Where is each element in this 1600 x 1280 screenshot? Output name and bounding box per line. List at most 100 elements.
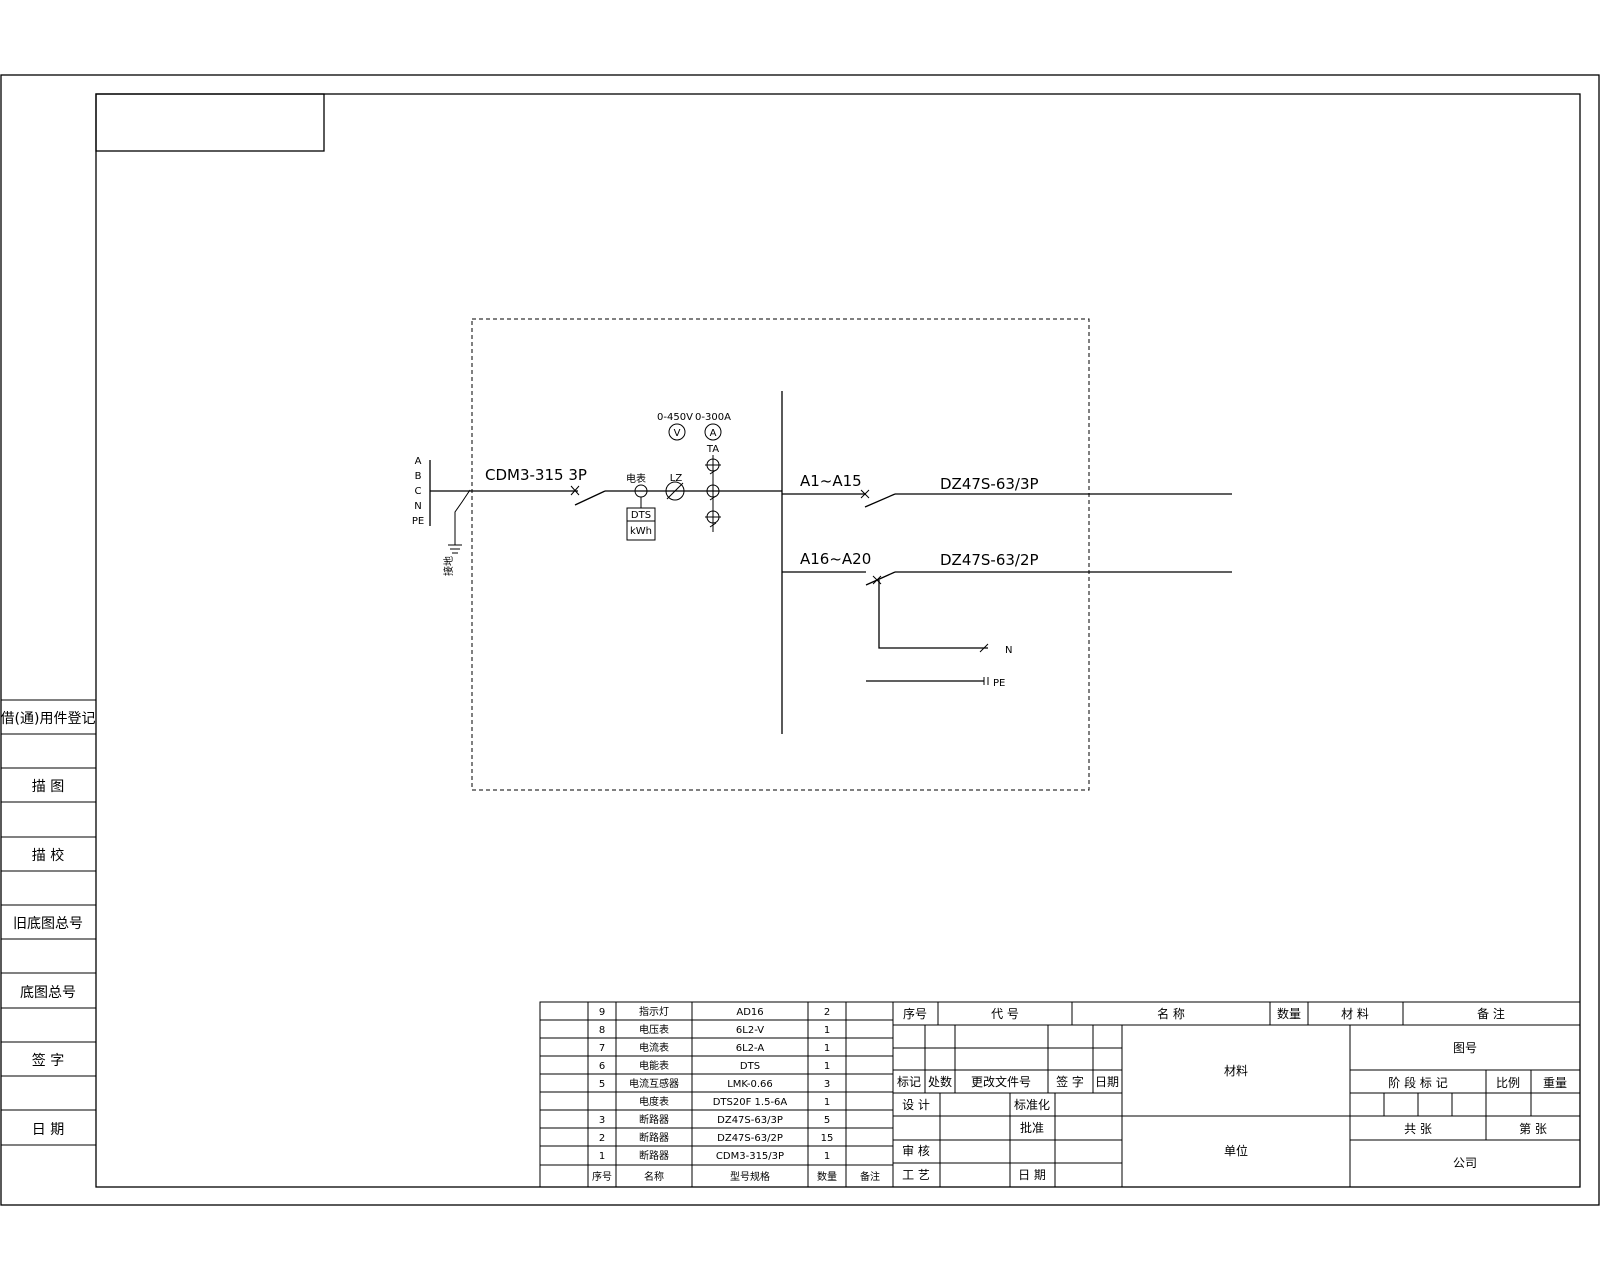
schematic: A B C N PE 接地 CDM3-315 3P 电表 bbox=[412, 318, 1232, 791]
parts-row-8-qty: 15 bbox=[821, 1133, 834, 1144]
kwh-meter-bottom: kWh bbox=[630, 526, 652, 537]
ta-label: TA bbox=[706, 444, 719, 455]
parts-row-9-name: 断路器 bbox=[639, 1149, 669, 1162]
bus-label-a: A bbox=[415, 456, 422, 467]
ammeter-icon bbox=[704, 423, 722, 441]
parts-row-7-name: 断路器 bbox=[639, 1113, 669, 1126]
bus-label-pe: PE bbox=[412, 516, 424, 527]
ammeter-caption: 0-300A bbox=[695, 412, 731, 423]
title-header-note: 备 注 bbox=[1477, 1006, 1505, 1021]
role-design: 设 计 bbox=[902, 1098, 930, 1112]
side-label-master-no: 底图总号 bbox=[20, 985, 76, 1001]
circuit-2-feeder bbox=[782, 571, 1232, 649]
kwh-meter-box bbox=[626, 507, 656, 541]
parts-header-no: 序号 bbox=[592, 1170, 612, 1183]
parts-row-7-spec: DZ47S-63/3P bbox=[717, 1115, 783, 1126]
side-label-tracing: 描 图 bbox=[32, 779, 64, 795]
rev-file: 更改文件号 bbox=[971, 1074, 1031, 1089]
current-transformer-icon bbox=[665, 481, 685, 501]
parts-row-5-qty: 3 bbox=[824, 1079, 830, 1090]
parts-row-4-qty: 1 bbox=[824, 1061, 830, 1072]
parts-row-6-spec: DTS20F 1.5-6A bbox=[713, 1097, 788, 1108]
voltmeter-icon bbox=[668, 423, 686, 441]
title-header-qty: 数量 bbox=[1277, 1006, 1301, 1021]
side-label-trace-check: 描 校 bbox=[32, 847, 64, 864]
parts-row-1-no: 9 bbox=[599, 1007, 605, 1018]
kwh-meter-top: DTS bbox=[631, 510, 651, 521]
outer-frame bbox=[0, 74, 1600, 1206]
pe-label: PE bbox=[993, 678, 1005, 689]
title-header-seq: 序号 bbox=[903, 1006, 927, 1021]
main-breaker-label: CDM3-315 3P bbox=[485, 466, 587, 484]
parts-row-3-spec: 6L2-A bbox=[736, 1043, 765, 1054]
parts-row-2-name: 电压表 bbox=[639, 1023, 669, 1036]
ground-icon bbox=[448, 489, 471, 554]
parts-row-1-qty: 2 bbox=[824, 1007, 830, 1018]
role-check: 审 核 bbox=[902, 1143, 930, 1158]
current-transformer-label: LZ bbox=[670, 473, 683, 484]
side-register: 借(通)用件登记 描 图 描 校 旧底图总号 底图总号 签 字 日 期 bbox=[1, 699, 96, 1146]
parts-row-8-spec: DZ47S-63/2P bbox=[717, 1133, 783, 1144]
parts-header-spec: 型号规格 bbox=[730, 1170, 770, 1183]
parts-row-1-spec: AD16 bbox=[736, 1007, 763, 1018]
title-header-code: 代 号 bbox=[991, 1007, 1019, 1021]
ammeter-symbol: A bbox=[710, 428, 717, 439]
parts-row-2-no: 8 bbox=[599, 1025, 605, 1036]
parts-row-5-no: 5 bbox=[599, 1079, 605, 1090]
parts-row-5-name: 电流互感器 bbox=[629, 1077, 679, 1090]
circuit-2-range: A16~A20 bbox=[800, 550, 871, 568]
parts-row-3-name: 电流表 bbox=[639, 1041, 669, 1054]
inner-frame bbox=[95, 93, 1581, 1188]
drawing-no-cell: 图号 bbox=[1453, 1041, 1477, 1055]
title-block: 序号 代 号 名 称 数量 材 料 备 注 标记 处数 更改文件号 签 字 日期… bbox=[892, 1001, 1581, 1188]
sheets-total-cell: 共 张 bbox=[1404, 1122, 1432, 1136]
neutral-terminal-icon bbox=[979, 643, 989, 653]
circuit-2-breaker: DZ47S-63/2P bbox=[940, 551, 1039, 569]
unit-cell: 单位 bbox=[1224, 1143, 1248, 1158]
side-label-signature: 签 字 bbox=[32, 1052, 64, 1069]
side-label-date: 日 期 bbox=[32, 1122, 64, 1138]
parts-row-3-no: 7 bbox=[599, 1043, 605, 1054]
parts-row-2-spec: 6L2-V bbox=[736, 1025, 764, 1036]
energy-meter-ct-icon bbox=[634, 484, 648, 508]
title-header-name: 名 称 bbox=[1157, 1006, 1185, 1021]
parts-row-4-spec: DTS bbox=[740, 1061, 760, 1072]
parts-row-9-no: 1 bbox=[599, 1151, 605, 1162]
side-label-old-master-no: 旧底图总号 bbox=[13, 916, 83, 932]
parts-row-9-spec: CDM3-315/3P bbox=[716, 1151, 784, 1162]
voltmeter-caption: 0-450V bbox=[657, 412, 693, 423]
role-approve: 批准 bbox=[1020, 1120, 1044, 1135]
parts-row-9-qty: 1 bbox=[824, 1151, 830, 1162]
parts-row-3-qty: 1 bbox=[824, 1043, 830, 1054]
parts-row-8-no: 2 bbox=[599, 1133, 605, 1144]
circuit-1-range: A1~A15 bbox=[800, 472, 862, 490]
rev-mark: 标记 bbox=[897, 1075, 921, 1089]
parts-header-qty: 数量 bbox=[817, 1170, 837, 1183]
title-header-material: 材 料 bbox=[1341, 1007, 1369, 1021]
bus-label-n: N bbox=[414, 501, 421, 512]
voltmeter-symbol: V bbox=[674, 428, 681, 439]
corner-stamp-box bbox=[95, 93, 325, 152]
parts-row-6-qty: 1 bbox=[824, 1097, 830, 1108]
parts-list: 9 指示灯 AD16 2 8 电压表 6L2-V 1 7 电流表 6L2-A 1… bbox=[539, 1001, 894, 1188]
circuit-1-breaker: DZ47S-63/3P bbox=[940, 475, 1039, 493]
company-cell: 公司 bbox=[1453, 1156, 1477, 1170]
parts-header-note: 备注 bbox=[860, 1170, 880, 1183]
neutral-label: N bbox=[1005, 645, 1012, 656]
rev-date: 日期 bbox=[1095, 1075, 1119, 1089]
weight-cell: 重量 bbox=[1543, 1076, 1567, 1090]
parts-row-4-no: 6 bbox=[599, 1061, 605, 1072]
parts-header-name: 名称 bbox=[644, 1170, 664, 1183]
ground-label: 接地 bbox=[442, 556, 455, 576]
pe-conductor bbox=[866, 677, 989, 685]
panel-enclosure bbox=[471, 318, 1090, 791]
sheet-no-cell: 第 张 bbox=[1519, 1122, 1547, 1136]
role-process: 工 艺 bbox=[902, 1168, 930, 1182]
bus-label-c: C bbox=[415, 486, 422, 497]
parts-row-4-name: 电能表 bbox=[639, 1059, 669, 1072]
parts-row-1-name: 指示灯 bbox=[639, 1005, 669, 1018]
material-cell: 材料 bbox=[1224, 1064, 1248, 1078]
circuit-1-feeder bbox=[782, 489, 1232, 508]
parts-row-5-spec: LMK-0.66 bbox=[727, 1079, 773, 1090]
